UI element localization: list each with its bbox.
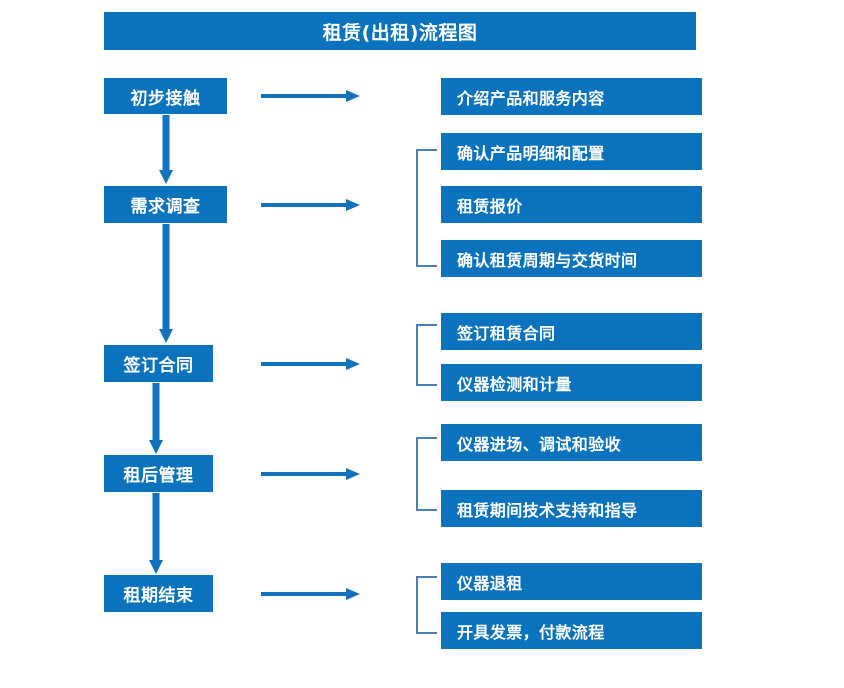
detail-box-instrument-entry-commissioning[interactable]: 仪器进场、调试和验收 (441, 424, 702, 461)
detail-box-instrument-return[interactable]: 仪器退租 (441, 563, 702, 600)
arrow-right-icon-post-rent (261, 468, 360, 480)
detail-box-invoice-payment[interactable]: 开具发票，付款流程 (441, 612, 702, 649)
detail-box-rental-quotation[interactable]: 租赁报价 (441, 186, 702, 223)
page-title: 租赁(出租)流程图 (104, 12, 696, 50)
arrow-down-icon-needs-to-contract (159, 224, 173, 343)
arrow-down-icon-initial-to-needs (159, 115, 173, 184)
stage-box-sign-contract[interactable]: 签订合同 (104, 345, 213, 382)
arrow-right-icon-lease-end (261, 588, 360, 600)
detail-box-instrument-inspection[interactable]: 仪器检测和计量 (441, 364, 702, 401)
bracket-group-post-rent (416, 437, 437, 511)
stage-box-initial-contact[interactable]: 初步接触 (104, 78, 227, 114)
bracket-group-sign-contract (416, 324, 437, 386)
arrow-down-icon-contract-to-post (149, 383, 163, 454)
stage-box-needs-survey[interactable]: 需求调查 (104, 186, 227, 223)
arrow-down-icon-post-to-end (149, 493, 163, 574)
detail-box-introduce-products[interactable]: 介绍产品和服务内容 (441, 78, 702, 115)
detail-box-confirm-lease-period[interactable]: 确认租赁周期与交货时间 (441, 240, 702, 277)
arrow-right-icon-needs-survey (261, 199, 360, 211)
arrow-right-icon-sign-contract (261, 358, 360, 370)
bracket-group-lease-end (416, 576, 437, 634)
bracket-group-needs-survey (416, 149, 437, 267)
detail-box-technical-support[interactable]: 租赁期间技术支持和指导 (441, 490, 702, 527)
detail-box-sign-lease-contract[interactable]: 签订租赁合同 (441, 313, 702, 350)
stage-box-post-rent-management[interactable]: 租后管理 (104, 455, 213, 492)
arrow-right-icon-initial-contact (261, 90, 360, 102)
detail-box-confirm-product-details[interactable]: 确认产品明细和配置 (441, 133, 702, 170)
stage-box-lease-end[interactable]: 租期结束 (104, 575, 213, 612)
